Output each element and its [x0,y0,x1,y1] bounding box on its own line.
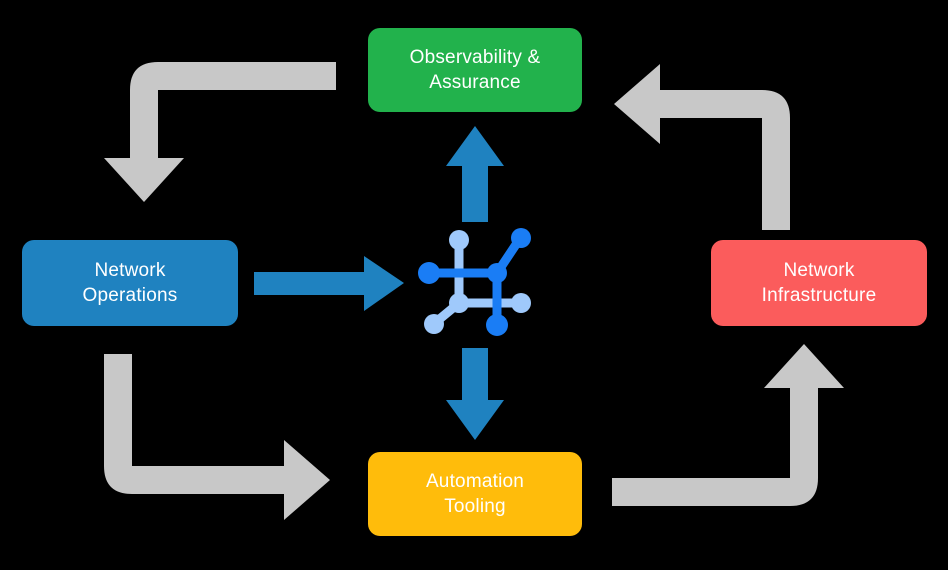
node-operations-label: Network Operations [82,259,178,306]
cycle-arrow-observability-to-operations [104,62,336,202]
node-observability-label: Observability & Assurance [409,46,541,93]
node-network-infrastructure[interactable]: Network Infrastructure [711,240,927,326]
cycle-arrow-operations-to-automation [104,354,330,520]
cycle-arrow-infrastructure-to-observability [614,64,790,230]
flow-arrow-operations-to-center [254,256,404,311]
node-observability-assurance[interactable]: Observability & Assurance [368,28,582,112]
cycle-arrow-automation-to-infrastructure [612,344,844,506]
node-infrastructure-label: Network Infrastructure [761,259,877,306]
flow-arrow-center-to-observability [446,126,504,222]
node-automation-label: Automation Tooling [425,470,525,517]
flow-arrow-center-to-automation [446,348,504,440]
node-automation-tooling[interactable]: Automation Tooling [368,452,582,536]
node-network-operations[interactable]: Network Operations [22,240,238,326]
